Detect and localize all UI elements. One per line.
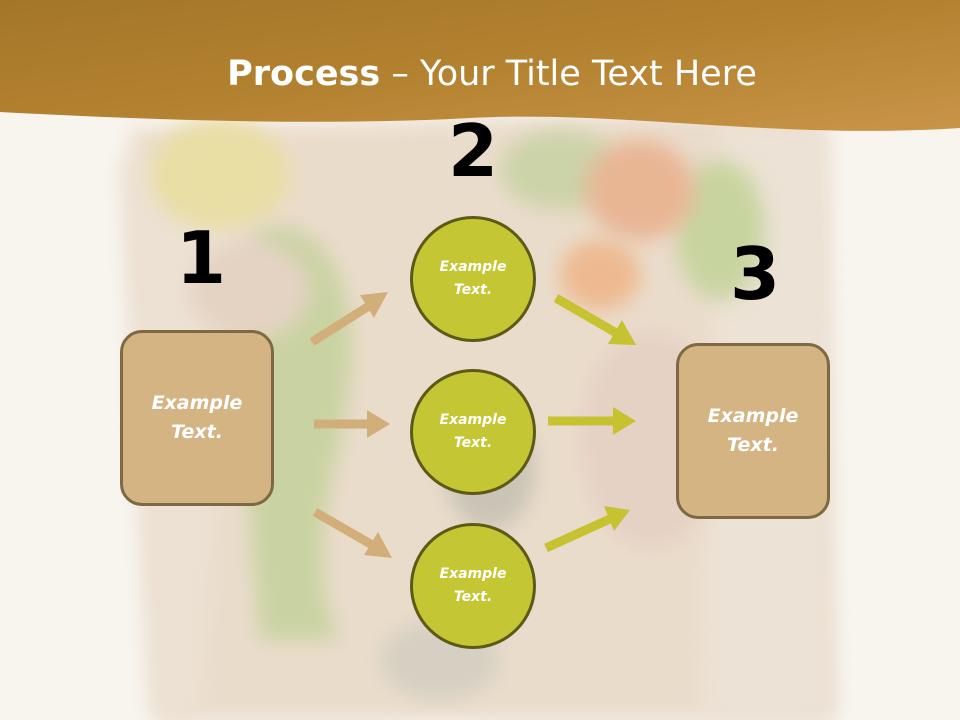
right-box-line2: Text. [727,434,779,456]
circle-middle-line1: Example [439,412,507,428]
circle-top-line2: Text. [453,282,493,298]
left-text-box: Example Text. [120,330,274,506]
circle-middle: Example Text. [410,369,536,495]
circle-middle-line2: Text. [453,435,493,451]
circle-bottom-line1: Example [439,566,507,582]
header-wave-band [0,0,960,131]
right-text-box: Example Text. [676,343,830,519]
step-number-1: 1 [176,216,227,300]
circle-top-line1: Example [439,259,507,275]
left-box-line1: Example [151,392,243,414]
left-box-line2: Text. [171,421,223,443]
circle-bottom-line2: Text. [453,589,493,605]
step-number-3: 3 [730,232,781,316]
circle-top: Example Text. [410,216,536,342]
circle-bottom: Example Text. [410,523,536,649]
title-rest-text: – Your Title Text Here [380,54,757,94]
slide-title: Process – Your Title Text Here [0,50,960,98]
right-box-line1: Example [707,405,799,427]
title-bold-text: Process [227,54,381,94]
step-number-2: 2 [448,109,499,193]
